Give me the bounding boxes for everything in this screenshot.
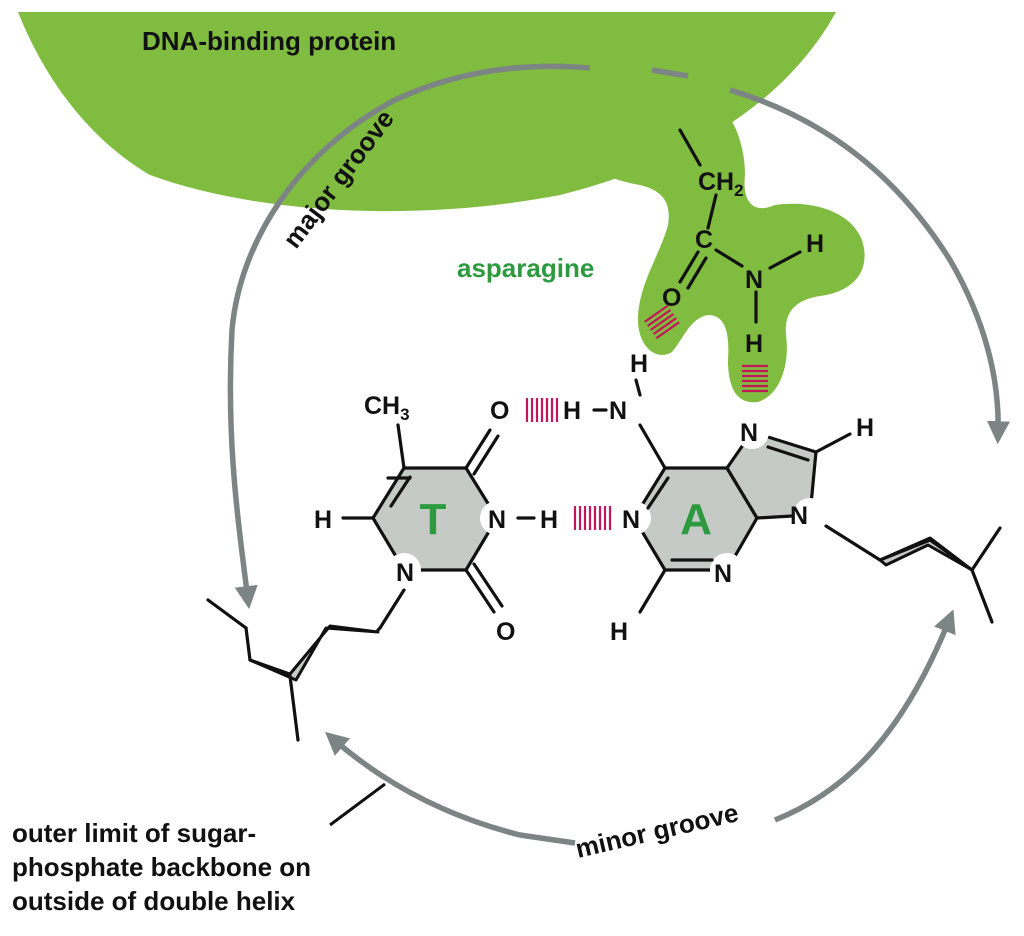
bond-a-c8-h bbox=[814, 432, 852, 454]
major-groove-arc-right bbox=[729, 87, 1011, 445]
asn-n: N bbox=[745, 266, 763, 294]
a-n6-h: H bbox=[563, 397, 581, 425]
thymine-inner-double-bond bbox=[389, 475, 412, 508]
bond-ch2-c bbox=[706, 193, 718, 230]
asparagine-label: asparagine bbox=[457, 253, 594, 283]
bond-c-n bbox=[714, 248, 744, 268]
bond-c2-o bbox=[464, 568, 496, 614]
a-c8-h: H bbox=[856, 414, 874, 442]
asparagine-side-chain bbox=[560, 80, 865, 403]
halo-a-n7 bbox=[735, 415, 769, 449]
hydrogen-bond-t-o4-a-n6 bbox=[525, 398, 559, 422]
bond-n6-h bbox=[634, 378, 642, 397]
backbone-pointer-line bbox=[329, 782, 386, 827]
backbone-label: outer limit of sugar- phosphate backbone… bbox=[12, 818, 318, 916]
a-n1: N bbox=[622, 506, 640, 534]
bond-c-o-double bbox=[686, 256, 708, 290]
a-n7: N bbox=[740, 419, 758, 447]
a-c2-h: H bbox=[610, 618, 628, 646]
bond-c-o bbox=[678, 250, 700, 284]
hydrogen-bond-t-n3-a-n1 bbox=[573, 506, 612, 530]
halo-a-n1 bbox=[617, 501, 651, 535]
t-n3: N bbox=[488, 506, 506, 534]
major-groove-arc-top-dash bbox=[651, 67, 689, 79]
halo-t-n1 bbox=[387, 553, 421, 587]
major-groove-arc-left bbox=[227, 63, 591, 610]
minor-groove-arc-left bbox=[325, 731, 576, 846]
t-methyl-ch: CH3 bbox=[364, 392, 410, 424]
t-n3-h: H bbox=[540, 506, 558, 534]
minor-groove-arc-right bbox=[773, 609, 956, 823]
bond-t-n1-sugar bbox=[378, 588, 406, 630]
halo-a-n9 bbox=[793, 498, 827, 532]
t-o4: O bbox=[490, 397, 509, 425]
hydrogen-bond-asn-h-a-n7 bbox=[742, 364, 768, 393]
sugar-right bbox=[878, 526, 1002, 624]
a-n6-h-top: H bbox=[630, 350, 648, 378]
thymine-letter: T bbox=[420, 495, 447, 544]
asn-ch2: CH2 bbox=[698, 168, 744, 200]
t-n1: N bbox=[396, 559, 414, 587]
bond-a-c6-n6 bbox=[638, 423, 667, 470]
bond-c4-o-double bbox=[472, 434, 500, 476]
a-n3: N bbox=[714, 560, 732, 588]
halo-t-n3 bbox=[480, 501, 514, 535]
t-c6-h: H bbox=[314, 506, 332, 534]
bond-backbone-ch2 bbox=[678, 128, 702, 167]
adenine-letter: A bbox=[680, 495, 712, 544]
asn-c: C bbox=[695, 226, 713, 254]
bond-n-h-right bbox=[768, 250, 802, 270]
asn-n-h-down: H bbox=[745, 330, 763, 358]
asn-n-h-right: H bbox=[806, 230, 824, 258]
a-n9: N bbox=[790, 502, 808, 530]
halo-a-n3 bbox=[710, 553, 744, 587]
bond-a-c2-h bbox=[638, 568, 667, 614]
bond-methyl bbox=[396, 423, 406, 470]
bond-c4-o bbox=[464, 428, 492, 470]
adenine-inner-double-bond-3 bbox=[766, 445, 810, 462]
hydrogen-bond-asn-o-a-h bbox=[644, 304, 680, 340]
t-o2: O bbox=[496, 618, 515, 646]
asn-o: O bbox=[662, 284, 681, 312]
minor-groove-label: minor groove bbox=[573, 797, 742, 864]
adenine-inner-double-bond-1 bbox=[646, 476, 670, 510]
bond-c2-o-double bbox=[472, 562, 504, 608]
protein-label: DNA-binding protein bbox=[142, 26, 396, 56]
bond-a-n9-sugar bbox=[824, 524, 882, 562]
sugar-left bbox=[206, 598, 382, 742]
a-n6: N bbox=[609, 397, 627, 425]
